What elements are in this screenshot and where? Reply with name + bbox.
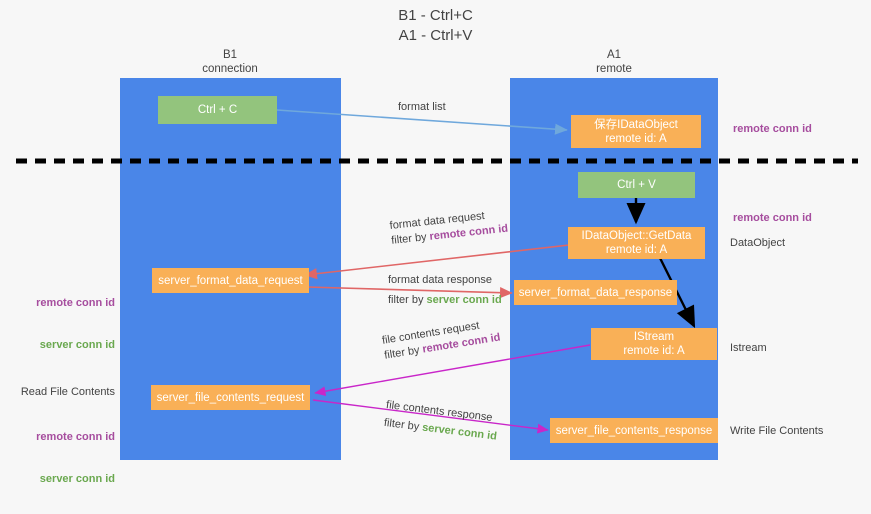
connector-layer <box>16 109 858 434</box>
edge-label-format-data-response: format data response filter by server co… <box>388 273 502 308</box>
annotation-right-top-remote-conn-id: remote conn id <box>733 123 812 135</box>
title-line-2: A1 - Ctrl+V <box>398 27 473 44</box>
node-store-idataobject[interactable]: 保存IDataObject remote id: A <box>571 115 701 148</box>
node-store-idataobject-line1: 保存IDataObject <box>594 118 678 131</box>
filter-key: server conn id <box>426 294 502 306</box>
node-ctrl-c[interactable]: Ctrl + C <box>158 96 277 124</box>
diagram-canvas: B1 - Ctrl+C A1 - Ctrl+V B1 connection A1… <box>0 6 871 485</box>
column-header-b1: B1 connection <box>120 48 340 76</box>
node-getdata-line2: remote id: A <box>605 244 668 256</box>
edge-format-data-response <box>306 286 513 299</box>
column-header-b1-role: connection <box>202 63 258 75</box>
node-server-file-contents-response-label: server_file_contents_response <box>555 424 713 437</box>
node-server-file-contents-request[interactable]: server_file_contents_request <box>151 385 310 410</box>
edge-format-data-request <box>304 243 579 280</box>
annotation-left-format-remote-conn-id: remote conn id <box>36 297 115 309</box>
column-header-a1-name: A1 <box>606 49 622 61</box>
annotation-left-file-server-conn-id: server conn id <box>39 473 115 485</box>
node-server-format-data-response-label: server_format_data_response <box>518 286 673 299</box>
node-istream-line1: IStream <box>633 331 675 343</box>
node-istream-line2: remote id: A <box>623 345 685 357</box>
node-server-file-contents-response[interactable]: server_file_contents_response <box>550 418 718 443</box>
filter-prefix: filter by <box>383 416 423 434</box>
column-header-b1-name: B1 <box>222 49 238 61</box>
node-getdata[interactable]: IDataObject::GetData remote id: A <box>568 227 705 259</box>
annotation-left-file-ids: remote conn id server conn id <box>0 402 115 514</box>
node-getdata-line1: IDataObject::GetData <box>581 230 692 242</box>
annotation-left-format-ids: remote conn id server conn id <box>0 268 115 380</box>
node-server-format-data-response[interactable]: server_format_data_response <box>514 280 677 305</box>
edge-label-format-data-response-filter: filter by server conn id <box>388 293 502 308</box>
edge-file-contents-response <box>312 399 549 434</box>
column-header-a1-role: remote <box>596 63 632 75</box>
edge-label-format-list: format list <box>398 100 446 115</box>
edge-label-format-data-response-text: format data response <box>388 274 492 286</box>
annotation-right-dataobject: DataObject <box>730 237 786 249</box>
node-ctrl-c-label: Ctrl + C <box>197 104 238 116</box>
node-ctrl-v[interactable]: Ctrl + V <box>578 172 695 198</box>
edge-file-contents-request <box>314 344 591 397</box>
annotation-right-write-file-contents: Write File Contents <box>730 425 824 437</box>
edge-getdata-to-istream <box>658 257 696 329</box>
annotation-left-file-remote-conn-id: remote conn id <box>36 431 115 443</box>
node-store-idataobject-line2: remote id: A <box>605 132 667 145</box>
node-istream[interactable]: IStream remote id: A <box>591 328 717 360</box>
annotation-right-istream: Istream <box>730 342 767 354</box>
annotation-right-getdata-remote-conn-id: remote conn id <box>733 212 812 224</box>
annotation-left-read-file-contents: Read File Contents <box>20 386 115 398</box>
column-header-a1: A1 remote <box>510 48 718 76</box>
filter-prefix: filter by <box>388 294 427 306</box>
annotation-left-format-server-conn-id: server conn id <box>39 339 115 351</box>
node-server-format-data-request-label: server_format_data_request <box>158 274 303 287</box>
edge-label-format-list-text: format list <box>398 101 446 113</box>
node-server-file-contents-request-label: server_file_contents_request <box>156 391 305 404</box>
node-ctrl-v-label: Ctrl + V <box>617 179 656 191</box>
node-server-format-data-request[interactable]: server_format_data_request <box>152 268 309 293</box>
diagram-title: B1 - Ctrl+C A1 - Ctrl+V <box>0 6 871 46</box>
title-line-1: B1 - Ctrl+C <box>398 7 473 24</box>
filter-prefix: filter by <box>390 230 431 247</box>
edge-format-list <box>276 109 568 135</box>
